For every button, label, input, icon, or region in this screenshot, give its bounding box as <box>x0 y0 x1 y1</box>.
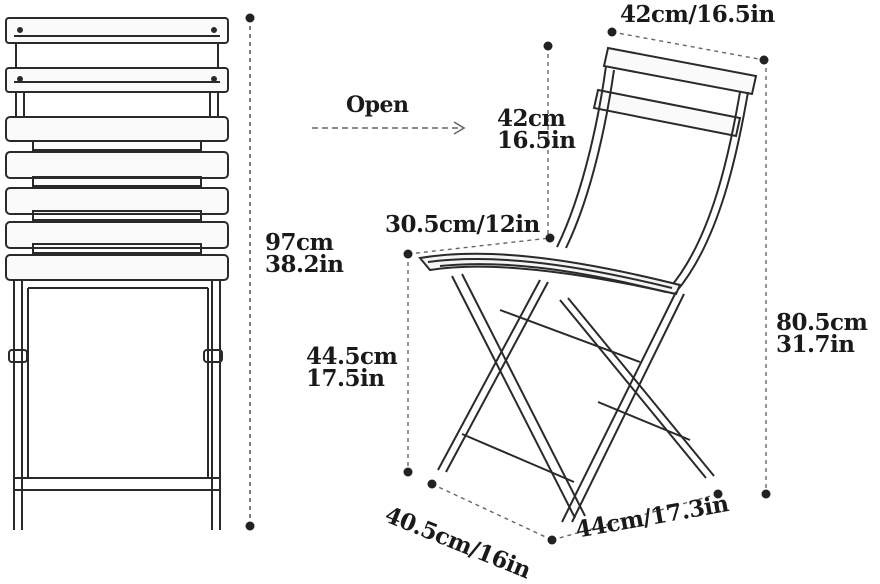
back-height-in: 16.5in <box>497 127 576 154</box>
seat-height-cm: 44.5cm <box>306 343 398 370</box>
back-width-label: 42cm/16.5in <box>620 1 775 28</box>
seat-height-in: 17.5in <box>306 365 385 392</box>
folded-chair <box>5 17 229 530</box>
seat-height-label: 44.5cm 17.5in <box>306 343 398 392</box>
total-height-label: 80.5cm 31.7in <box>776 309 868 358</box>
folded-height-cm: 97cm <box>265 229 334 256</box>
seat-depth-label: 30.5cm/12in <box>385 211 540 238</box>
open-dimension-lines <box>407 31 767 541</box>
folded-height-label: 97cm 38.2in <box>265 229 344 278</box>
open-arrow <box>312 121 466 135</box>
open-label: Open <box>346 92 409 118</box>
dimension-dots <box>403 27 771 545</box>
total-height-cm: 80.5cm <box>776 309 868 336</box>
total-height-in: 31.7in <box>776 331 855 358</box>
open-chair <box>418 46 758 523</box>
back-height-cm: 42cm <box>497 105 566 132</box>
back-height-label: 42cm 16.5in <box>497 105 576 154</box>
folded-height-in: 38.2in <box>265 251 344 278</box>
